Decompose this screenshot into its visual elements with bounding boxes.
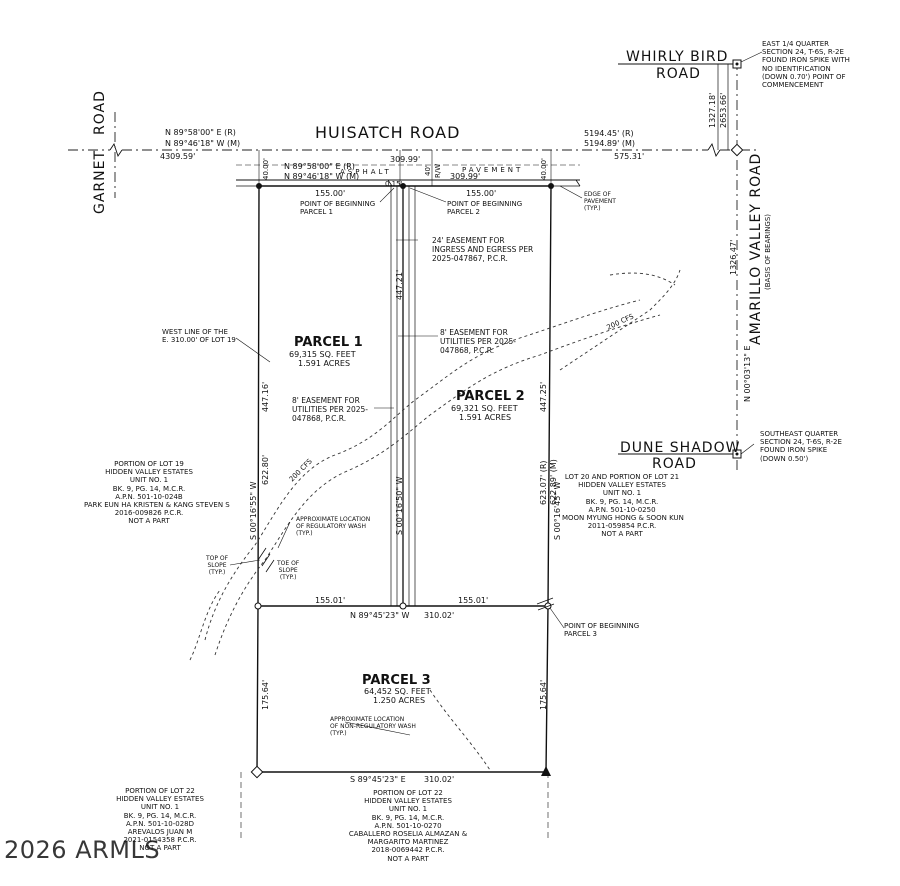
inner-bearing-r: N 89°58'00" E (R): [284, 162, 355, 171]
p1-top-dist: 155.00': [315, 189, 345, 198]
bearing-record: N 89°58'00" E (R): [165, 128, 236, 137]
svg-text:PARCEL 2: PARCEL 2: [456, 389, 525, 404]
slope-hatch: [257, 179, 581, 611]
amarillo-road-label: AMARILLO VALLEY ROAD: [748, 153, 764, 345]
right-447: 447.25': [539, 382, 548, 412]
svg-text:69,321 SQ. FEET: 69,321 SQ. FEET: [451, 404, 518, 413]
asphalt-label: ASPHALT: [340, 168, 392, 176]
dist-record: 5194.45' (R): [584, 129, 634, 138]
dist-309-inner: 309.99': [450, 172, 480, 181]
parcel-3-label: PARCEL 3 64,452 SQ. FEET 1.250 ACRES: [362, 673, 431, 705]
dist-1326: 1326.47': [729, 240, 738, 275]
bottom-bearing: S 89°45'23" E: [350, 775, 406, 784]
dist-left: 4309.59': [160, 152, 195, 161]
mid-155a: 155.01': [315, 596, 345, 605]
dist-2653: 2653.66': [719, 93, 728, 128]
right-bearing: S 00°16'45" W: [553, 481, 562, 540]
mid-line-bearing: N 89°45'23" W: [350, 611, 409, 620]
bottom-310: 310.02': [424, 775, 454, 784]
garnet-road-label-2: ROAD: [92, 90, 108, 135]
left-622: 622.80': [261, 455, 270, 485]
parcel-2-label: PARCEL 2 69,321 SQ. FEET 1.591 ACRES: [451, 389, 525, 422]
left-447: 447.16': [261, 382, 270, 412]
mid-155b: 155.01': [458, 596, 488, 605]
contour-label-b: 200 CFS: [605, 312, 635, 332]
corner-markers: [250, 183, 554, 779]
whirly-road-label-2: ROAD: [656, 66, 701, 82]
right-623: 623.07' (R): [539, 460, 548, 505]
washes: [189, 269, 681, 771]
inner-bearing-m: N 89°46'18" W (M): [284, 172, 359, 181]
dune-road-label-1: DUNE SHADOW: [620, 440, 740, 456]
p3-right-dist: 175.64': [539, 680, 548, 710]
pavement-label: PAVEMENT: [462, 166, 523, 174]
svg-text:69,315 SQ. FEET: 69,315 SQ. FEET: [289, 350, 356, 359]
whirly-road-label-1: WHIRLY BIRD: [626, 49, 728, 65]
p3-left-dist: 175.64': [261, 680, 270, 710]
contour-label-a: 200 CFS: [288, 457, 314, 483]
svg-text:1.250 ACRES: 1.250 ACRES: [373, 696, 425, 705]
parcel-1-label: PARCEL 1 69,315 SQ. FEET 1.591 ACRES: [289, 335, 363, 368]
left-bearing: S 00°16'55" W: [249, 481, 258, 540]
garnet-road-label-1: GARNET: [92, 150, 108, 214]
svg-text:64,452 SQ. FEET: 64,452 SQ. FEET: [364, 687, 431, 696]
svg-text:1.591 ACRES: 1.591 ACRES: [298, 359, 350, 368]
dist-309-top: 309.99': [390, 155, 420, 164]
leader-lines: [229, 51, 763, 736]
armls-watermark: 2026 ARMLS: [4, 836, 161, 864]
mid-310: 310.02': [424, 611, 454, 620]
mid-447: 447.21': [395, 270, 404, 300]
e40-label: 40.00': [540, 158, 548, 180]
w40-label: 40.00': [262, 158, 270, 180]
right-622: 622.89' (M): [549, 459, 558, 505]
p2-top-dist: 155.00': [466, 189, 496, 198]
svg-text:1.591 ACRES: 1.591 ACRES: [459, 413, 511, 422]
huisatch-road-label: HUISATCH ROAD: [315, 123, 460, 142]
bearing-measured: N 89°46'18" W (M): [165, 139, 240, 148]
amarillo-basis-label: (BASIS OF BEARINGS): [764, 214, 772, 290]
svg-text:PARCEL 1: PARCEL 1: [294, 335, 363, 350]
dist-measured: 5194.89' (M): [584, 139, 635, 148]
dune-road-label-2: ROAD: [652, 456, 697, 472]
dist-1327: 1327.18': [708, 93, 717, 128]
mid-bearing: S 00°16'50" W: [395, 476, 404, 535]
rw-40-label: 40': [424, 165, 432, 176]
east-bearing: N 00°03'13" E: [743, 345, 752, 402]
svg-text:PARCEL 3: PARCEL 3: [362, 673, 431, 688]
rw-label: R/W: [434, 164, 442, 178]
dist-right: 575.31': [614, 152, 644, 161]
mid-015: 0.15': [385, 180, 403, 188]
